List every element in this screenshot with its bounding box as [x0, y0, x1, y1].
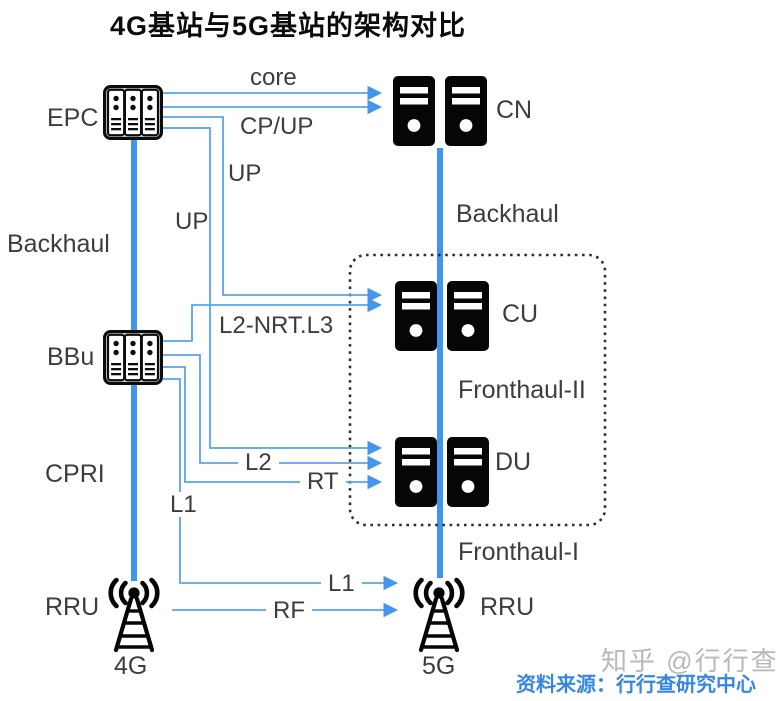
- rru-4g-label: RRU: [45, 593, 100, 621]
- l2-nrt-l3-link-label: L2-NRT.L3: [219, 312, 334, 339]
- cp-up-link-label: CP/UP: [240, 113, 314, 140]
- rru-5g-label: RRU: [480, 593, 535, 621]
- up-to-du-link-line: [163, 127, 383, 456]
- epc-label: EPC: [47, 104, 99, 132]
- page-title: 4G基站与5G基站的架构对比: [110, 11, 467, 41]
- bbu-server-rack-icon: [102, 330, 163, 385]
- zhihu-watermark: 知乎 @行行查: [601, 646, 779, 676]
- backhaul-left-label: Backhaul: [7, 230, 110, 258]
- epc-server-rack-icon: [102, 84, 163, 140]
- l2-nrt-l3-link-line: [163, 297, 383, 342]
- up-to-du-link-label: UP: [175, 208, 209, 235]
- cu-label: CU: [502, 300, 539, 328]
- 5g-caption: 5G: [422, 652, 456, 680]
- rru-5g-antenna-icon: [416, 580, 463, 650]
- rt-link-label: RT: [300, 469, 346, 494]
- l2-link-label: L2: [238, 450, 279, 475]
- rf-link-label: RF: [266, 598, 312, 623]
- l2-link-line: [163, 354, 383, 471]
- rt-link-line: [163, 366, 383, 490]
- cpri-label: CPRI: [45, 460, 105, 488]
- backhaul-right-label: Backhaul: [456, 200, 559, 228]
- du-label: DU: [495, 448, 532, 476]
- fronthaul-2-label: Fronthaul-II: [458, 376, 586, 404]
- core-link-label: core: [250, 64, 297, 91]
- data-source-credit: 资料来源：行行查研究中心: [516, 674, 756, 696]
- cn-server-towers-icon: [393, 76, 487, 146]
- 4g-caption: 4G: [114, 652, 148, 680]
- fronthaul-1-label: Fronthaul-I: [458, 538, 579, 566]
- rru-4g-antenna-icon: [111, 580, 158, 650]
- cn-label: CN: [496, 96, 533, 124]
- l1-link-line: [163, 378, 399, 591]
- l1-vertical-link-label: L1: [163, 492, 204, 517]
- bbu-label: BBu: [47, 343, 95, 371]
- up-to-cu-link-line: [163, 116, 383, 303]
- up-to-cu-link-label: UP: [228, 160, 262, 187]
- l1-horizontal-link-label: L1: [321, 571, 362, 596]
